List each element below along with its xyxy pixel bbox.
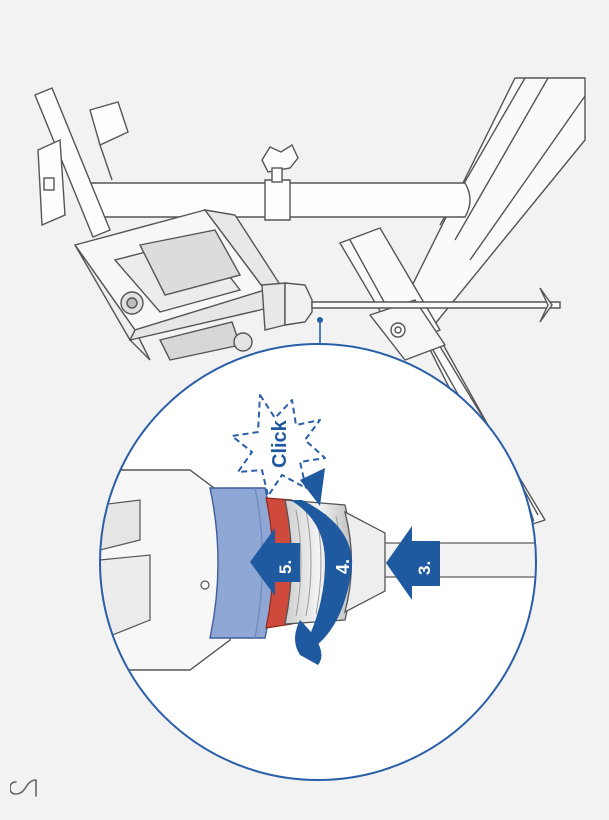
page-number: 2 [9, 766, 38, 810]
step-5-push-arrow: 5. [250, 528, 300, 596]
stirrer-motor [73, 209, 293, 361]
stand-post [34, 87, 129, 238]
step-4-label: 4. [333, 559, 353, 574]
chuck-and-shaft [261, 282, 561, 331]
step-3-label: 3. [415, 561, 434, 575]
step-4-rotation-arrow: 4. [290, 468, 353, 665]
support-rod [89, 143, 471, 221]
click-label: Click [269, 419, 291, 468]
page-number-glyph [9, 779, 37, 797]
click-starburst: Click [231, 394, 326, 497]
step-3-push-arrow: 3. [386, 526, 440, 600]
step-5-label: 5. [276, 560, 295, 574]
